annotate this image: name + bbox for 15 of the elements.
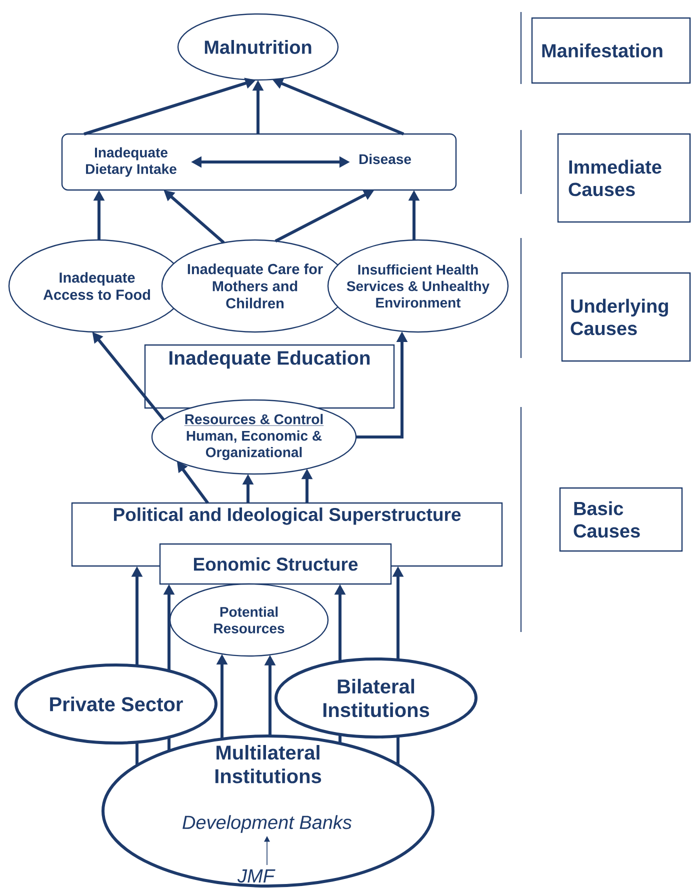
text-label: Development Banks xyxy=(182,815,352,833)
group-box xyxy=(61,133,457,191)
cause-label: Disease xyxy=(359,154,411,164)
text-label: JMF xyxy=(238,869,276,883)
connector-line xyxy=(338,734,342,744)
connector-line xyxy=(396,736,400,765)
structure-box: Eonomic Structure xyxy=(159,543,392,585)
cause-label: Inadequate Dietary Intake xyxy=(86,147,176,177)
connector-line xyxy=(136,742,138,766)
level-box: Basic Causes xyxy=(559,487,683,552)
level-box: Underlying Causes xyxy=(561,272,691,362)
cause-box: Inadequate Education xyxy=(144,344,395,409)
level-box: Manifestation xyxy=(531,17,691,84)
level-box: Immediate Causes xyxy=(557,133,691,223)
connector-line xyxy=(168,737,170,751)
